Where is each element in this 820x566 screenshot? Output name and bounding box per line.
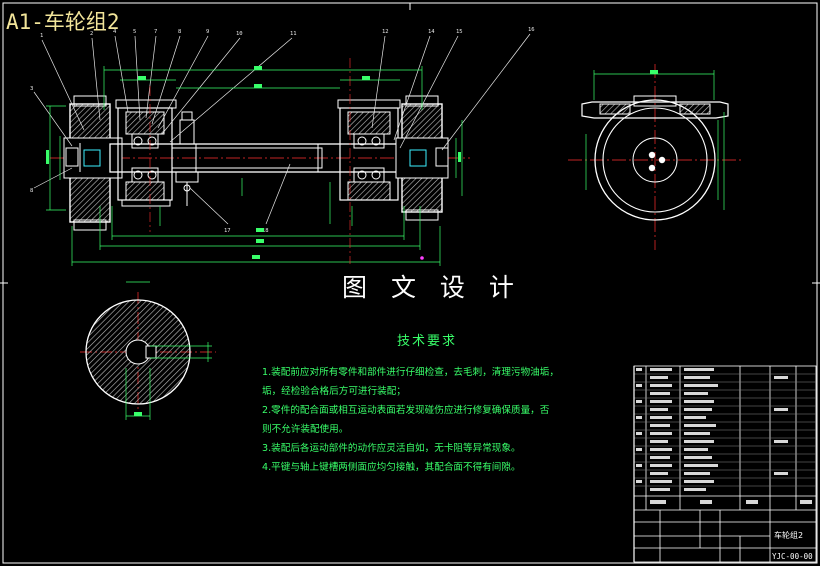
requirement-line: 垢，经检验合格后方可进行装配； <box>262 386 406 397</box>
svg-text:11: 11 <box>290 31 297 37</box>
svg-text:12: 12 <box>382 29 389 35</box>
svg-text:16: 16 <box>528 27 535 33</box>
requirement-line: 1.装配前应对所有零件和部件进行仔细检查，去毛刺，清理污物油垢， <box>262 367 559 378</box>
svg-text:15: 15 <box>456 29 463 35</box>
svg-text:7: 7 <box>154 29 157 35</box>
svg-text:8: 8 <box>30 188 33 194</box>
parts-list-rows <box>634 373 816 487</box>
svg-text:14: 14 <box>428 29 435 35</box>
svg-text:2: 2 <box>90 31 93 37</box>
parts-list-entries <box>636 368 812 504</box>
svg-text:9: 9 <box>206 29 209 35</box>
drawing-title: A1-车轮组2 <box>6 10 120 34</box>
technical-requirements: 技术要求 1.装配前应对所有零件和部件进行仔细检查，去毛刺，清理污物油垢， 垢，… <box>262 330 592 477</box>
svg-text:18: 18 <box>262 228 269 234</box>
requirement-line: 4.平键与轴上键槽两侧面应均匀接触，其配合面不得有间隙。 <box>262 462 521 473</box>
watermark-text: 图 文 设 计 <box>342 273 522 302</box>
svg-text:17: 17 <box>224 228 231 234</box>
svg-text:8: 8 <box>178 29 181 35</box>
requirement-line: 则不允许装配使用。 <box>262 424 349 435</box>
title-block-part-name: 车轮组2 <box>774 531 804 540</box>
wheel-part-view <box>80 281 216 420</box>
technical-requirements-heading: 技术要求 <box>396 334 457 349</box>
svg-text:10: 10 <box>236 31 243 37</box>
requirement-line: 3.装配后各运动部件的动作应灵活自如，无卡阻等异常现象。 <box>262 443 521 454</box>
title-block-drawing-code: YJC-00-00 <box>772 552 813 561</box>
svg-text:3: 3 <box>30 86 33 92</box>
svg-text:5: 5 <box>133 29 136 35</box>
requirement-line: 2.零件的配合面或相互运动表面若发现碰伤应进行修复确保质量，否 <box>262 405 550 416</box>
svg-text:1: 1 <box>40 33 43 39</box>
svg-text:4: 4 <box>113 29 117 35</box>
part-leaders <box>33 33 531 225</box>
wheel-side-view <box>568 64 742 250</box>
